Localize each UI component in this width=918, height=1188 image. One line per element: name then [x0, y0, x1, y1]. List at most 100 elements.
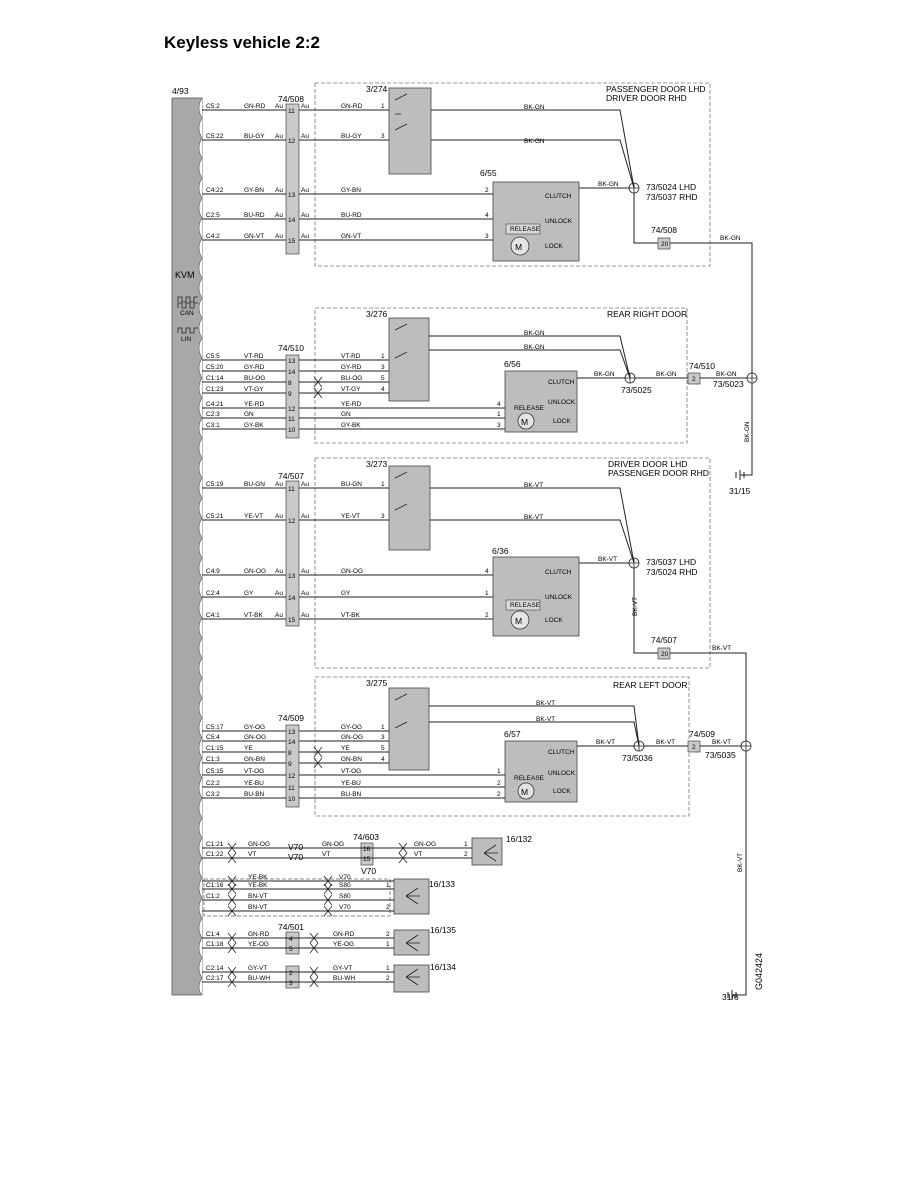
section-3-boundary	[314, 457, 711, 669]
antenna-132-conn: 74/603	[353, 832, 379, 842]
section-2-boundary	[314, 307, 688, 444]
door-handle-switch-3-276	[388, 317, 430, 402]
component-pin-label: 3	[381, 513, 385, 520]
wire-color-label: GY-OG	[244, 724, 265, 731]
s1-conn-out: 74/508	[651, 225, 677, 235]
s4-top-wire-3: BK-VT	[596, 739, 615, 746]
door-handle-switch-3-273	[388, 465, 431, 551]
terminal-au-label: Au	[275, 233, 283, 240]
wire-color-label: YE-VT	[244, 513, 263, 520]
s1-top-wire-4: BK-GN	[720, 235, 741, 242]
section-3-label-1: DRIVER DOOR LHD	[608, 459, 687, 469]
s4-splice: 73/5036	[622, 753, 653, 763]
kvm-pin-label: C5:20	[206, 364, 224, 371]
antenna-132-model-2: V70	[288, 852, 303, 862]
component-pin-label: 2	[485, 612, 489, 619]
s2-splice: 73/5025	[621, 385, 652, 395]
wire-color-label: VT-OG	[341, 768, 361, 775]
wire-color-label: BU-RD	[341, 212, 362, 219]
terminal-au-label: Au	[275, 568, 283, 575]
s1-release-box	[505, 223, 541, 235]
wire-color-label: BU-OG	[341, 375, 362, 382]
wire-color-label: GN-RD	[333, 931, 355, 938]
terminal-au-label: Au	[301, 612, 309, 619]
terminal-au-label: Au	[301, 133, 309, 140]
twisted-pair-icon	[398, 842, 408, 854]
switch-contacts-s4	[394, 693, 408, 729]
wire-color-label: GY	[244, 590, 254, 597]
wire-color-label: YE	[244, 745, 253, 752]
antenna-132-model-1: V70	[288, 842, 303, 852]
s4-top-wire-6: BK-VT	[737, 853, 744, 872]
section-1-connector: 74/508	[278, 94, 304, 104]
s1-clutch-label: CLUTCH	[545, 193, 572, 200]
antenna-134-ref: 16/134	[430, 962, 456, 972]
kvm-pin-label: C5:22	[206, 133, 224, 140]
s2-pin-out: 2	[692, 376, 696, 383]
wire-color-label: GN-OG	[322, 841, 344, 848]
wire-color-label: BU-GN	[341, 481, 362, 488]
wire-color-label: VT	[322, 851, 330, 858]
kvm-label: KVM	[175, 270, 195, 280]
kvm-pin-label: C2:3	[206, 411, 220, 418]
connector-pin-label: 8	[288, 750, 292, 757]
kvm-edge	[198, 97, 203, 996]
antenna-pin-label: 2	[464, 851, 468, 858]
s3-release-box	[505, 599, 541, 611]
lock-motor-6-36	[492, 556, 580, 637]
component-pin-label: 3	[381, 133, 385, 140]
twisted-pair-icon	[323, 905, 333, 917]
kvm-pin-label: C5:19	[206, 481, 224, 488]
kvm-lin-label: LIN	[181, 336, 191, 343]
wire-color-label: VT-OG	[244, 768, 264, 775]
s3-motor-label: M	[515, 616, 522, 626]
antenna-pin-label: 2	[386, 904, 390, 911]
kvm-pin-label: C4:21	[206, 401, 224, 408]
wire-color-label: GY-VT	[333, 965, 352, 972]
kvm-pin-label: C1:2	[206, 893, 220, 900]
wire-color-label: BU-GN	[244, 481, 265, 488]
connector-pin-label: 15	[288, 238, 296, 245]
component-pin-label: 1	[485, 590, 489, 597]
wire-color-label: VT-GY	[341, 386, 361, 393]
kvm-pin-label: C5:5	[206, 353, 220, 360]
kvm-pin-label: C2:5	[206, 212, 220, 219]
s4-splice-out: 73/5035	[705, 750, 736, 760]
s3-splice-1: 73/5037 LHD	[646, 557, 696, 567]
section-1-boundary	[314, 82, 711, 267]
s3-pin-out: 20	[661, 651, 669, 658]
antenna-icon	[405, 968, 420, 986]
wire-color-label: GN-OG	[341, 568, 363, 575]
component-pin-label: 2	[497, 780, 501, 787]
lock-motor-6-56	[504, 370, 578, 433]
kvm-pin-label: C2:14	[206, 965, 224, 972]
section-4-lock-ref: 6/57	[504, 729, 521, 739]
wire-color-label: YE-VT	[341, 513, 360, 520]
twisted-pair-icon	[227, 883, 237, 895]
connector-74-507	[285, 480, 300, 627]
s3-conn-out: 74/507	[651, 635, 677, 645]
diagram-code: G042424	[754, 953, 764, 990]
s3-lock-label: LOCK	[545, 617, 563, 624]
connector-pin-label: 4	[289, 936, 293, 943]
twisted-pair-icon	[323, 875, 333, 887]
ground-31-6-icon	[727, 990, 737, 1000]
terminal-au-label: Au	[301, 103, 309, 110]
connector-pin-label: 13	[288, 358, 296, 365]
wire-color-label: YE-OG	[333, 941, 354, 948]
wire-color-label: VT-RD	[244, 353, 264, 360]
component-pin-label: 3	[381, 364, 385, 371]
connector-74-509	[285, 724, 300, 808]
wire-color-label: YE	[341, 745, 350, 752]
connector-pin-label: 11	[288, 108, 295, 115]
component-pin-label: 1	[381, 353, 385, 360]
section-1-switch-ref: 3/274	[366, 84, 388, 94]
component-pin-label: 2	[485, 187, 489, 194]
connector-pin-label: 14	[288, 595, 296, 602]
wire-color-label: GN-BN	[341, 756, 362, 763]
wire-color-label: BU-GY	[341, 133, 362, 140]
connector-pin-label: 13	[288, 192, 296, 199]
